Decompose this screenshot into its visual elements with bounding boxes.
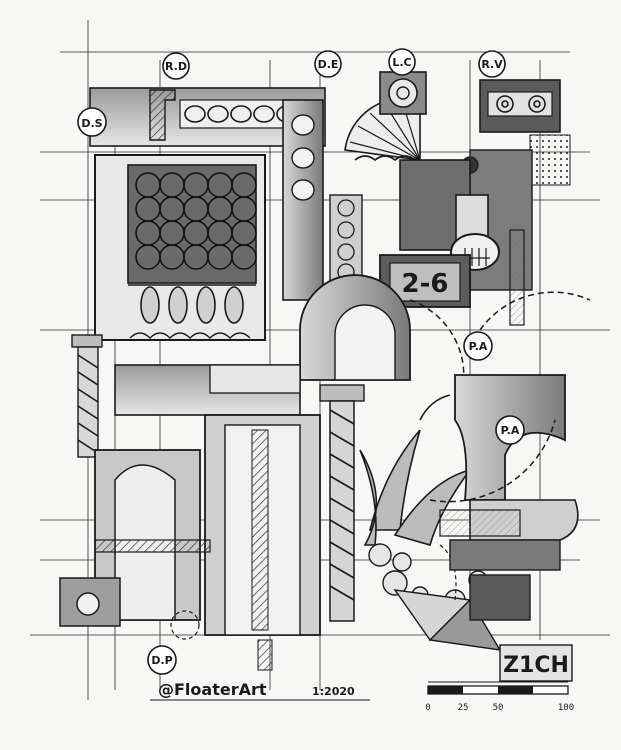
twisted-column-center: [319, 384, 365, 622]
shell-ornament: [344, 71, 427, 162]
label-bubbles: D.S R.D D.E L.C R.V P.A P.A D.P: [77, 48, 525, 675]
svg-text:D.S: D.S: [81, 117, 102, 130]
number-plate: 2-6: [379, 254, 471, 308]
svg-text:P.A: P.A: [501, 424, 520, 437]
svg-text:D.E: D.E: [318, 58, 339, 71]
label-rd: R.D: [162, 52, 190, 80]
lower-doorway: [59, 449, 211, 640]
label-de: D.E: [314, 50, 342, 78]
signature-block: @FloaterArt 1:2020: [150, 680, 370, 701]
svg-text:R.D: R.D: [165, 60, 187, 73]
label-lc: L.C: [388, 48, 416, 76]
scale-tick-25: 25: [458, 703, 469, 713]
svg-text:P.A: P.A: [469, 340, 488, 353]
twisted-column-left: [71, 334, 103, 458]
label-pa-upper: P.A: [463, 331, 493, 361]
corner-code-text: Z1CH: [503, 653, 569, 678]
label-pa-lower: P.A: [495, 415, 525, 445]
scale-tick-100: 100: [558, 703, 574, 713]
scale-note: 1:2020: [312, 685, 355, 698]
signature-text: @FloaterArt: [158, 680, 267, 699]
svg-text:D.P: D.P: [151, 654, 172, 667]
scale-tick-50: 50: [493, 703, 504, 713]
corner-code: Z1CH: [499, 644, 573, 682]
arched-niche: [299, 274, 465, 401]
lower-fan: [393, 539, 561, 651]
label-dp: D.P: [147, 645, 177, 675]
rosette-column: [282, 99, 363, 301]
label-ds: D.S: [77, 107, 107, 137]
scale-tick-0: 0: [425, 703, 430, 713]
lattice-window: [94, 154, 266, 341]
label-rv: R.V: [478, 50, 506, 78]
svg-text:L.C: L.C: [392, 56, 411, 69]
number-plate-text: 2-6: [402, 269, 449, 299]
scale-bar: 0 25 50 100: [425, 681, 574, 713]
scroll-block: [461, 79, 571, 291]
svg-text:R.V: R.V: [481, 58, 503, 71]
panel-pilaster: [114, 364, 321, 671]
acanthus-leaves: [359, 394, 472, 546]
